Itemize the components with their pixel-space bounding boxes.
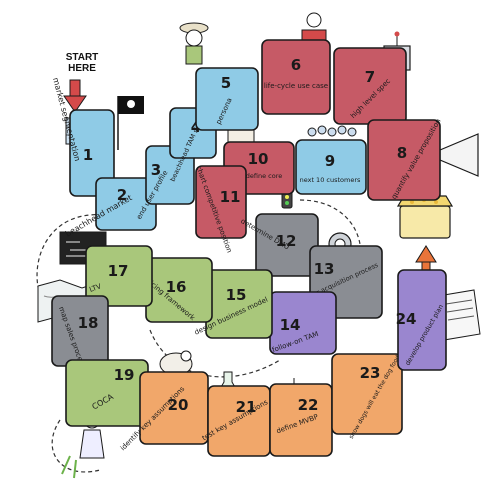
step-number: 20 — [168, 396, 189, 414]
step-number: 5 — [221, 74, 231, 92]
step-tile-bg — [367, 119, 441, 201]
explorer-icon — [179, 22, 209, 65]
pirate-flag-icon — [117, 96, 144, 150]
step-number: 22 — [298, 396, 319, 414]
bird-icon — [159, 350, 193, 376]
step-number: 14 — [280, 316, 301, 334]
step-label: define core — [246, 172, 282, 180]
start-arrow — [63, 79, 87, 113]
step-number: 13 — [314, 260, 335, 278]
step-number: 15 — [226, 286, 247, 304]
step-label: life-cycle use case — [264, 82, 328, 90]
step-tile-bg — [331, 353, 403, 435]
step-tile-bg — [195, 67, 259, 131]
step-number: 9 — [325, 152, 335, 170]
step-tile-bg — [333, 47, 407, 125]
step-number: 1 — [83, 146, 93, 164]
step-number: 21 — [236, 398, 257, 416]
step-number: 16 — [166, 278, 187, 296]
step-number: 11 — [220, 188, 241, 206]
step-tile-bg — [85, 245, 153, 307]
megaphone-icon — [439, 133, 479, 177]
step-number: 10 — [248, 150, 269, 168]
step-tile-bg — [195, 165, 247, 239]
step-label: LTV — [88, 282, 102, 294]
step-number: 18 — [78, 314, 99, 332]
step-number: 12 — [276, 232, 297, 250]
step-number: 8 — [397, 144, 407, 162]
step-number: 24 — [396, 310, 417, 328]
step-tile-bg — [255, 213, 319, 277]
step-label: next 10 customers — [300, 176, 361, 184]
step-number: 23 — [360, 364, 381, 382]
step-number: 3 — [151, 161, 161, 179]
step-tile-bg — [65, 359, 149, 427]
step-number: 6 — [291, 56, 301, 74]
step-tile-bg — [69, 109, 115, 197]
step-number: 17 — [108, 262, 129, 280]
step-tile-9: 9 next 10 customers — [295, 139, 367, 195]
treasure-chest-icon — [396, 195, 454, 239]
step-number: 7 — [365, 68, 375, 86]
step-tile-bg — [261, 39, 331, 115]
step-tile-bg — [397, 269, 447, 371]
customers-crowd-icon — [307, 125, 357, 137]
step-number: 2 — [117, 186, 127, 204]
dashed-path — [36, 139, 362, 473]
start-here-label: START HERE — [65, 52, 99, 74]
step-number: 19 — [114, 366, 135, 384]
step-tile-bg — [295, 139, 367, 195]
step-tile-6: 6 life-cycle use case — [261, 39, 331, 115]
